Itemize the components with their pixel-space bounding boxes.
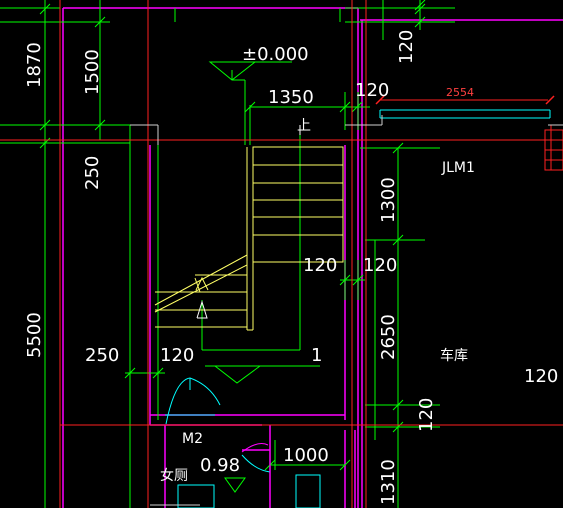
cyan-lines bbox=[165, 109, 551, 508]
room-label-garage: 车库 bbox=[440, 347, 468, 364]
dim-1300: 1300 bbox=[378, 177, 399, 223]
up-label: 上 bbox=[297, 118, 311, 134]
up-arrow-icon bbox=[196, 125, 301, 319]
dim-250-left: 250 bbox=[82, 156, 103, 190]
dim-120-lower: 120 bbox=[416, 398, 437, 432]
section-markers bbox=[208, 61, 262, 384]
dim-120-top-mid: 120 bbox=[355, 80, 389, 101]
dim-1310: 1310 bbox=[378, 459, 399, 505]
dim-120-bottom: 120 bbox=[160, 345, 194, 366]
dim-120-mid-right: 120 bbox=[363, 255, 397, 276]
dim-1350: 1350 bbox=[268, 87, 314, 108]
door-label-m2: M2 bbox=[182, 431, 203, 447]
slope-label: 0.98 bbox=[200, 455, 240, 476]
dim-1000: 1000 bbox=[283, 445, 329, 466]
slope-marker bbox=[224, 477, 246, 493]
dim-120-mid-left: 120 bbox=[303, 255, 337, 276]
dim-5500: 5500 bbox=[24, 312, 45, 358]
door-arcs bbox=[165, 377, 271, 473]
dim-120-garage: 120 bbox=[524, 366, 558, 387]
door-arc-magenta bbox=[241, 443, 271, 505]
dim-1870: 1870 bbox=[24, 42, 45, 88]
staircase bbox=[154, 146, 344, 331]
jlm1-symbol bbox=[544, 129, 563, 171]
dim-2554-ticks bbox=[375, 95, 555, 105]
white-lines bbox=[130, 115, 563, 506]
room-label-womens-restroom: 女厕 bbox=[160, 467, 188, 484]
dim-1500: 1500 bbox=[82, 49, 103, 95]
dim-120-top-right: 120 bbox=[396, 30, 417, 64]
door-label-jlm1: JLM1 bbox=[441, 160, 475, 176]
elevation-label: ±0.000 bbox=[242, 44, 309, 65]
dim-2650: 2650 bbox=[378, 314, 399, 360]
dim-2554: 2554 bbox=[446, 86, 474, 99]
floor-number: 1 bbox=[311, 345, 322, 366]
dim-250-bottom: 250 bbox=[85, 345, 119, 366]
